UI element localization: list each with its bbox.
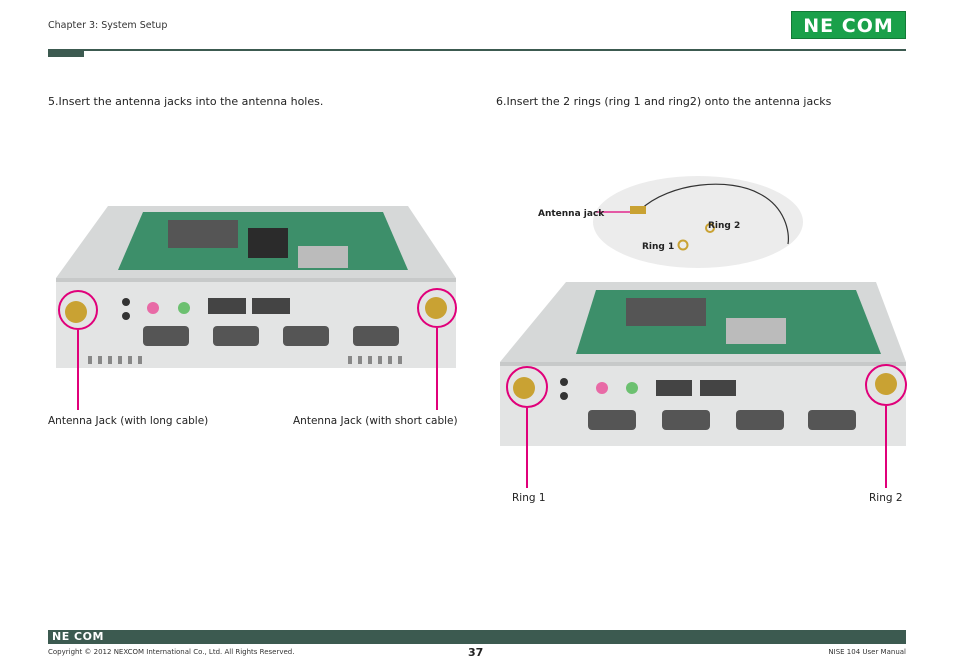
callout-line-long-cable xyxy=(77,330,79,410)
footer-decor-square-small xyxy=(899,638,906,644)
callout-line-ring-1 xyxy=(526,408,528,488)
nexcom-logo: NE COM xyxy=(791,11,906,39)
callout-ring-short-cable xyxy=(417,288,457,328)
footer-bar xyxy=(48,630,906,644)
caption-short-cable: Antenna Jack (with short cable) xyxy=(293,415,458,427)
footer-decor-square xyxy=(890,630,898,638)
callout-ring-2 xyxy=(865,364,907,406)
inset-label-ring-2: Ring 2 xyxy=(708,221,740,231)
device-photo-left xyxy=(56,206,456,368)
inset-label-antenna-jack: Antenna jack xyxy=(538,209,605,219)
step-6-text: 6.Insert the 2 rings (ring 1 and ring2) … xyxy=(496,95,832,108)
inset-label-ring-1: Ring 1 xyxy=(642,242,674,252)
footer-manual-title: NISE 104 User Manual xyxy=(828,648,906,656)
footer-copyright: Copyright © 2012 NEXCOM International Co… xyxy=(48,648,295,656)
caption-long-cable: Antenna Jack (with long cable) xyxy=(48,415,209,427)
callout-ring-1 xyxy=(506,366,548,408)
header-rule xyxy=(48,49,906,51)
antenna-inset: Antenna jack Ring 2 Ring 1 xyxy=(538,176,803,268)
callout-line-ring-2 xyxy=(885,406,887,488)
step-5-text: 5.Insert the antenna jacks into the ante… xyxy=(48,95,324,108)
caption-ring-2: Ring 2 xyxy=(869,492,903,504)
page-number: 37 xyxy=(468,646,484,659)
caption-ring-1: Ring 1 xyxy=(512,492,546,504)
device-photo-right xyxy=(500,282,906,446)
callout-line-short-cable xyxy=(436,328,438,410)
header-tab xyxy=(48,49,84,57)
logo-text: NE COM xyxy=(803,15,894,37)
chapter-title: Chapter 3: System Setup xyxy=(48,20,168,31)
footer-logo: NE COM xyxy=(52,630,104,643)
callout-ring-long-cable xyxy=(58,290,98,330)
